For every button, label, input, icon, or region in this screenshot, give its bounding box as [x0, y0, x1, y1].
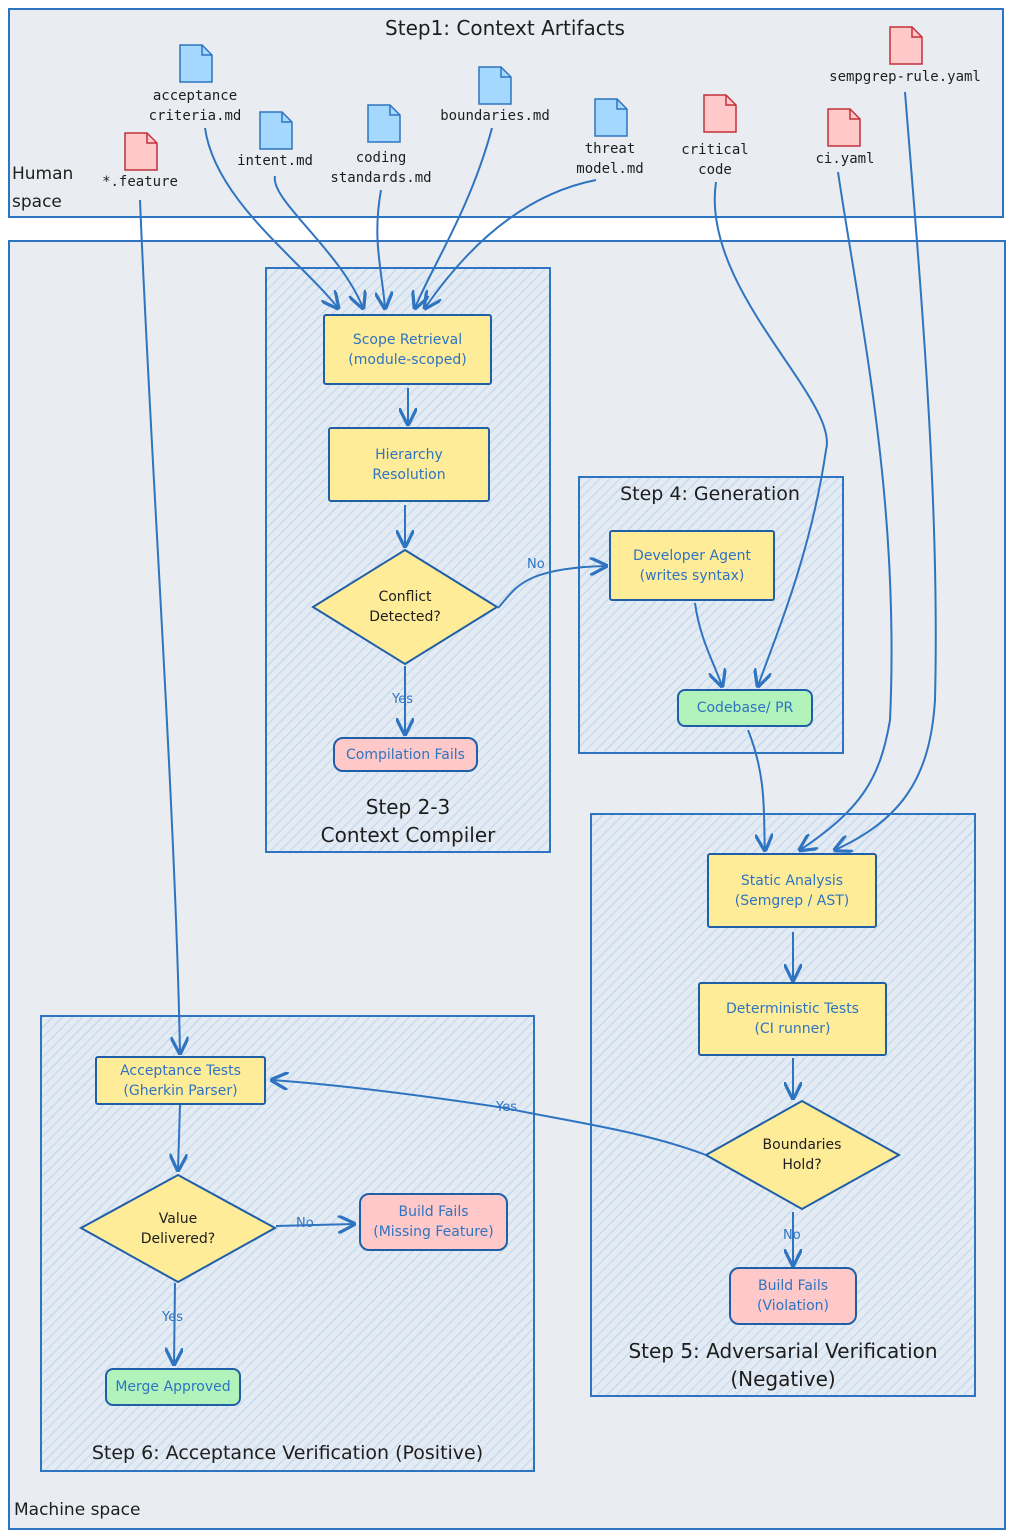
artifact-intent: intent.md [237, 153, 313, 169]
merge-approved-box: Merge Approved [105, 1368, 241, 1406]
compilation-fails-box: Compilation Fails [333, 737, 478, 772]
adversarial-title: Step 5: Adversarial Verification (Negati… [628, 1339, 938, 1391]
doc-icon-semgrep-rule [889, 26, 923, 65]
artifact-ci-yaml: ci.yaml [815, 151, 875, 167]
arrow-intent-to-scope [273, 175, 363, 308]
build-fails-violation-box: Build Fails (Violation) [729, 1267, 857, 1325]
doc-icon-intent [259, 111, 293, 150]
artifact-coding-standards: coding standards.md [330, 150, 432, 186]
boundaries-hold-diamond [703, 1099, 902, 1211]
value-delivered-label: Value Delivered? [140, 1211, 216, 1247]
artifact-boundaries: boundaries.md [440, 108, 550, 124]
human-zone-title: Step1: Context Artifacts [385, 16, 625, 40]
arrow-conflict-no-to-developer-agent [497, 566, 606, 609]
doc-icon-feature [124, 132, 158, 171]
doc-icon-coding-standards [367, 104, 401, 143]
artifact-critical-code: critical code [681, 142, 749, 178]
hierarchy-resolution-box: Hierarchy Resolution [328, 427, 490, 502]
boundaries-no-label: No [783, 1228, 801, 1243]
arrow-critical-code-to-codebase [713, 181, 828, 686]
arrow-codebase-to-static-analysis [747, 729, 765, 850]
deterministic-tests-box: Deterministic Tests (CI runner) [698, 982, 887, 1056]
doc-icon-acceptance-criteria [179, 44, 213, 83]
conflict-detected-label: Conflict Detected? [369, 589, 441, 625]
doc-icon-threat-model [594, 98, 628, 137]
scope-retrieval-box: Scope Retrieval (module-scoped) [323, 314, 492, 385]
machine-space-label: Machine space [14, 1500, 141, 1520]
doc-icon-critical-code [703, 94, 737, 133]
arrow-value-delivered-no-to-build-fails [275, 1224, 354, 1226]
arrow-feature-to-acceptance-tests [139, 199, 180, 1053]
artifact-semgrep-rule: sempgrep-rule.yaml [829, 69, 981, 85]
build-fails-missing-box: Build Fails (Missing Feature) [359, 1193, 508, 1251]
value-delivered-diamond [78, 1173, 278, 1284]
artifact-threat-model: threat model.md [576, 141, 644, 177]
arrow-acceptance-tests-to-value-delivered [178, 1104, 180, 1170]
arrow-ci-yaml-to-static-analysis [800, 171, 893, 850]
conflict-no-label: No [527, 557, 545, 572]
generation-title: Step 4: Generation [620, 483, 800, 505]
conflict-yes-label: Yes [392, 692, 413, 707]
arrow-semgrep-to-static-analysis [835, 91, 937, 850]
value-no-label: No [296, 1216, 314, 1231]
human-space-label: Human space [12, 164, 74, 212]
arrow-boundaries-to-scope [415, 127, 493, 308]
arrow-value-delivered-yes-to-merge [174, 1282, 175, 1364]
artifact-feature: *.feature [102, 174, 178, 190]
arrow-boundaries-yes-to-acceptance-tests [272, 1080, 707, 1156]
conflict-detected-diamond [311, 548, 499, 666]
boundaries-yes-label: Yes [496, 1100, 517, 1115]
context-compiler-title: Step 2-3 Context Compiler [320, 795, 496, 847]
arrow-threat-model-to-scope [425, 179, 597, 308]
doc-icon-boundaries [478, 66, 512, 105]
arrow-coding-standards-to-scope [377, 189, 385, 308]
arrow-developer-agent-to-codebase [694, 602, 722, 686]
artifact-acceptance-criteria: acceptance criteria.md [148, 88, 242, 124]
static-analysis-box: Static Analysis (Semgrep / AST) [707, 853, 877, 928]
boundaries-hold-label: Boundaries Hold? [762, 1137, 842, 1173]
developer-agent-box: Developer Agent (writes syntax) [609, 530, 775, 601]
value-yes-label: Yes [162, 1310, 183, 1325]
codebase-pr-box: Codebase/ PR [677, 689, 813, 727]
acceptance-tests-box: Acceptance Tests (Gherkin Parser) [95, 1056, 266, 1105]
acceptance-title: Step 6: Acceptance Verification (Positiv… [91, 1442, 484, 1464]
doc-icon-ci-yaml [827, 108, 861, 147]
arrow-acceptance-criteria-to-scope [204, 127, 338, 308]
